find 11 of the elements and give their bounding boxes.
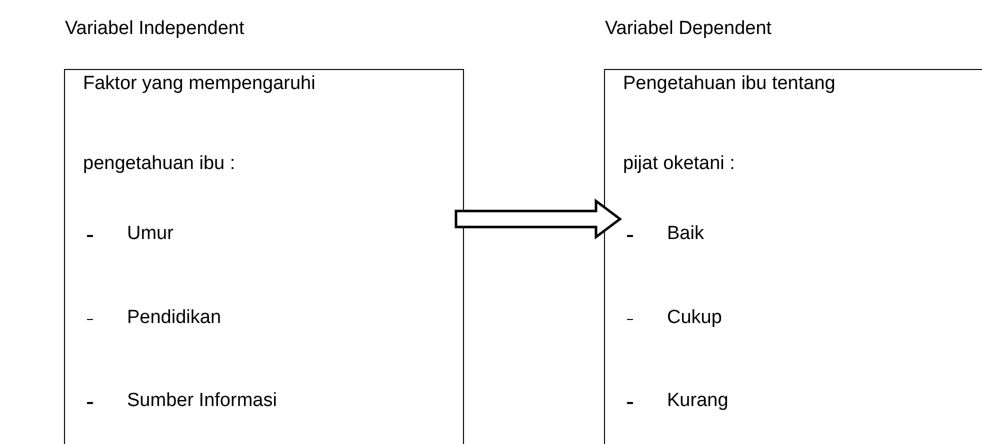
list-item: Umur [127,223,174,245]
list-item: Baik [667,223,704,245]
column-heading: Variabel Dependent [605,18,772,40]
list-item: Kurang [667,390,728,412]
list-item: Sumber Informasi [127,390,277,412]
box-heading: Faktor yang mempengaruhi pengetahuan ibu : [83,72,316,176]
box-heading: Pengetahuan ibu tentang pijat oketani : [623,72,836,176]
list-item: Pendidikan [127,306,222,328]
list-item: Cukup [667,306,722,328]
block-arrow [454,198,622,240]
column-heading: Variabel Independent [65,18,244,40]
